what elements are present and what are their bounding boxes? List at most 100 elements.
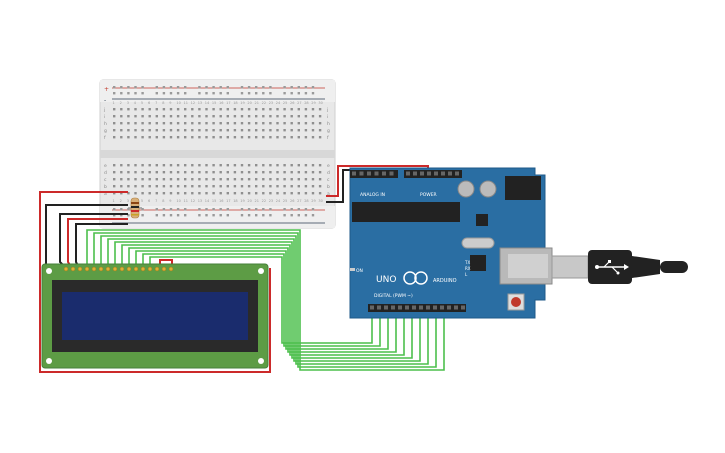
lcd-pin — [84, 266, 90, 272]
rail-hole — [269, 92, 272, 95]
rail-hole — [212, 208, 215, 211]
rail-hole — [120, 208, 123, 211]
rail-hole — [141, 208, 144, 211]
breadboard-hole — [148, 192, 151, 195]
breadboard-hole — [233, 108, 237, 111]
breadboard-hole — [247, 108, 251, 111]
breadboard-hole — [127, 108, 130, 111]
power-pin-hole — [441, 171, 445, 176]
breadboard-hole — [198, 164, 201, 167]
rail-hole — [198, 92, 201, 95]
rail-hole — [141, 92, 144, 95]
rail-hole — [219, 214, 222, 217]
lcd-module[interactable] — [41, 263, 269, 369]
column-number: 5 — [141, 199, 143, 203]
usb-icon — [595, 260, 629, 275]
column-number: 30 — [318, 101, 322, 105]
lcd-pin-header — [63, 266, 174, 272]
breadboard-hole — [212, 192, 215, 195]
breadboard-hole — [184, 164, 187, 167]
digital-pin-hole — [419, 305, 423, 310]
breadboard-hole — [240, 171, 244, 174]
arduino-uno[interactable]: UNO ARDUINO DIGITAL (PWM ~) ANALOG IN PO… — [349, 167, 553, 319]
rail-hole — [255, 86, 258, 89]
reset-button[interactable] — [511, 297, 521, 307]
breadboard-hole — [247, 192, 251, 195]
rail-hole — [240, 214, 244, 217]
digital-pin-hole — [412, 305, 416, 310]
breadboard-hole — [127, 171, 130, 174]
usb-cable-wire — [660, 261, 688, 273]
breadboard-hole — [311, 192, 315, 195]
column-number: 10 — [176, 101, 180, 105]
breadboard-hole — [134, 122, 137, 125]
breadboard-hole — [262, 136, 265, 139]
row-letter: h — [104, 121, 107, 127]
breadboard-hole — [219, 192, 222, 195]
analog-pin-hole — [374, 171, 379, 176]
breadboard-hole — [148, 164, 151, 167]
breadboard-hole — [262, 122, 265, 125]
rail-hole — [176, 208, 180, 211]
power-pin-hole — [427, 171, 431, 176]
rail-hole — [176, 214, 180, 217]
breadboard-hole — [304, 185, 308, 188]
breadboard-hole — [240, 185, 244, 188]
breadboard[interactable]: + - jjiihhggffeeddccbbaa1122334455667788… — [99, 79, 336, 229]
breadboard-hole — [262, 115, 265, 118]
row-letter: g — [327, 129, 330, 134]
row-letter: c — [327, 178, 330, 183]
breadboard-hole — [276, 108, 279, 111]
breadboard-hole — [169, 108, 173, 111]
lcd-pin — [98, 266, 104, 272]
breadboard-hole — [255, 108, 258, 111]
breadboard-hole — [134, 136, 137, 139]
usb-cable[interactable] — [551, 250, 688, 284]
breadboard-hole — [155, 136, 158, 139]
analog-pin-hole — [389, 171, 394, 176]
breadboard-hole — [311, 171, 315, 174]
breadboard-hole — [262, 171, 265, 174]
breadboard-hole — [141, 136, 144, 139]
lcd-pin — [70, 266, 76, 272]
lcd-pin — [119, 266, 125, 272]
breadboard-hole — [198, 192, 201, 195]
breadboard-hole — [212, 108, 215, 111]
breadboard-hole — [318, 122, 322, 125]
breadboard-hole — [127, 178, 130, 181]
rail-hole — [141, 86, 144, 89]
rail-hole — [269, 208, 272, 211]
breadboard-hole — [233, 136, 237, 139]
row-letter: g — [104, 129, 107, 134]
row-letter: c — [104, 178, 107, 183]
power-header-label: POWER — [420, 192, 437, 198]
digital-pin-hole — [405, 305, 409, 310]
breadboard-hole — [148, 108, 151, 111]
breadboard-hole — [290, 115, 293, 118]
breadboard-hole — [212, 122, 215, 125]
atmega-chip — [352, 202, 460, 222]
rail-hole — [283, 214, 286, 217]
breadboard-hole — [191, 164, 194, 167]
breadboard-hole — [134, 108, 137, 111]
breadboard-hole — [304, 136, 308, 139]
column-number: 7 — [155, 101, 157, 105]
column-number: 22 — [262, 199, 266, 203]
breadboard-hole — [148, 115, 151, 118]
analog-pin-hole — [367, 171, 371, 176]
breadboard-hole — [198, 122, 201, 125]
breadboard-hole — [311, 136, 315, 139]
column-number: 23 — [269, 101, 273, 105]
breadboard-hole — [155, 129, 158, 132]
rail-hole — [113, 214, 116, 217]
resistor[interactable] — [128, 197, 142, 219]
wire-data-green — [121, 244, 405, 356]
breadboard-hole — [184, 115, 187, 118]
breadboard-hole — [304, 122, 308, 125]
rail-hole — [247, 208, 251, 211]
column-number: 28 — [304, 101, 308, 105]
breadboard-hole — [191, 192, 194, 195]
usb-strain-relief — [632, 256, 660, 278]
rail-hole — [311, 214, 315, 217]
column-number: 15 — [212, 199, 216, 203]
